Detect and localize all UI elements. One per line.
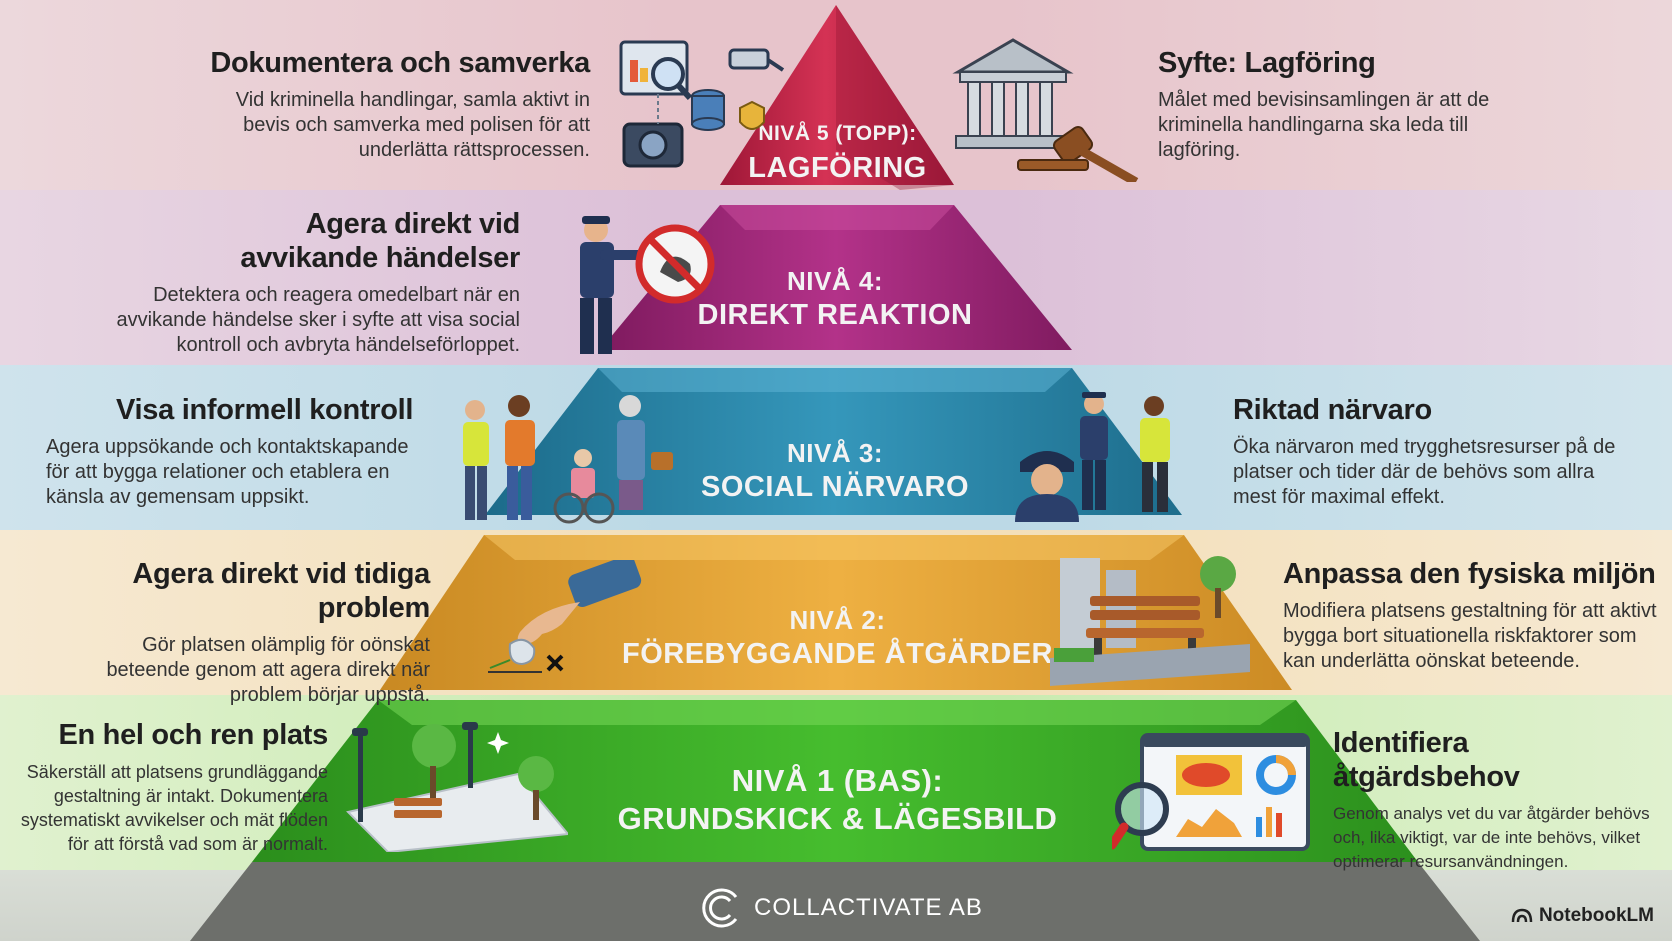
- pyramid-level-3: [485, 368, 1182, 515]
- level-5-left-body: Vid kriminella handlingar, samla aktivt …: [235, 89, 590, 161]
- level-2-right-title: Anpassa den fysiska miljön: [1283, 558, 1656, 590]
- pyramid-base: [190, 862, 1480, 941]
- level-1-label: NIVÅ 1 (BAS): GRUNDSKICK & LÄGESBILD: [617, 763, 1058, 836]
- level-3-left-title: Visa informell kontroll: [116, 394, 414, 426]
- level-1-left-body: Säkerställ att platsens grundläggande ge…: [20, 762, 328, 854]
- level-4-left-title-line2: avvikande händelser: [240, 242, 520, 274]
- level-2-right-body: Modifiera platsens gestaltning för att a…: [1283, 600, 1657, 672]
- level-2-left-text: Agera direkt vid tidiga problem Gör plat…: [20, 557, 430, 708]
- security-officers-icon: [1015, 392, 1170, 522]
- level-3-left-body: Agera uppsökande och kontaktskapande för…: [46, 436, 409, 508]
- level-1-right-title: Identifiera åtgärdsbehov: [1333, 727, 1520, 793]
- level-1-right-text: Identifiera åtgärdsbehov Genom analys ve…: [1333, 726, 1658, 874]
- level-3-right-title: Riktad närvaro: [1233, 394, 1432, 426]
- collactivate-logo-icon: [702, 888, 738, 928]
- level-2-label: NIVÅ 2: FÖREBYGGANDE ÅTGÄRDER: [621, 605, 1053, 670]
- level-5-right-body: Målet med bevisinsamlingen är att de kri…: [1158, 89, 1490, 161]
- park-bench-icon: [1050, 556, 1250, 686]
- hand-litter-icon: [488, 560, 642, 673]
- notebooklm-badge: NotebookLM: [1511, 905, 1654, 927]
- level-1-left-text: En hel och ren plats Säkerställ att plat…: [12, 718, 328, 856]
- level-2-left-body: Gör platsen olämplig för oönskat beteend…: [106, 634, 430, 706]
- documentation-icons: [619, 40, 785, 168]
- level-1-right-body: Genom analys vet du var åtgärder behövs …: [1333, 804, 1650, 871]
- company-logo: COLLACTIVATE AB: [698, 885, 983, 931]
- level-3-right-body: Öka närvaron med trygghetsresurser på de…: [1233, 436, 1616, 508]
- level-2-left-title: Agera direkt vid tidiga problem: [132, 558, 430, 624]
- level-3-label: NIVÅ 3: SOCIAL NÄRVARO: [700, 438, 970, 503]
- level-4-left-title-line1: Agera direkt vid: [305, 208, 521, 240]
- level-5-right-text: Syfte: Lagföring Målet med bevisinsamlin…: [1158, 46, 1518, 163]
- level-4-left-body: Detektera och reagera omedelbart när en …: [116, 284, 520, 356]
- courthouse-gavel-icon: [952, 38, 1139, 182]
- guard-no-graffiti-icon: [580, 216, 715, 354]
- pyramid-level-5: [720, 5, 954, 185]
- level-3-left-text: Visa informell kontroll Agera uppsökande…: [46, 393, 426, 510]
- analytics-dashboard-icon: [1112, 733, 1310, 851]
- level-5-right-title: Syfte: Lagföring: [1158, 47, 1376, 79]
- company-name: COLLACTIVATE AB: [754, 894, 983, 921]
- clean-park-icon: [346, 722, 568, 852]
- level-2-right-text: Anpassa den fysiska miljön Modifiera pla…: [1283, 557, 1658, 674]
- notebooklm-label: NotebookLM: [1538, 905, 1654, 926]
- level-5-label: NIVÅ 5 (TOPP): LAGFÖRING: [748, 122, 927, 184]
- level-3-right-text: Riktad närvaro Öka närvaron med trygghet…: [1233, 393, 1623, 510]
- community-people-icon: [463, 395, 673, 524]
- level-5-left-title: Dokumentera och samverka: [210, 47, 590, 79]
- level-4-left-text: Agera direkt vid avvikande händelser Det…: [80, 207, 520, 358]
- level-4-label: NIVÅ 4: DIREKT REAKTION: [697, 266, 973, 331]
- level-5-left-text: Dokumentera och samverka Vid kriminella …: [150, 46, 590, 163]
- pyramid-level-4: [600, 205, 1072, 350]
- level-1-left-title: En hel och ren plats: [58, 719, 328, 751]
- notebooklm-icon: [1511, 908, 1533, 923]
